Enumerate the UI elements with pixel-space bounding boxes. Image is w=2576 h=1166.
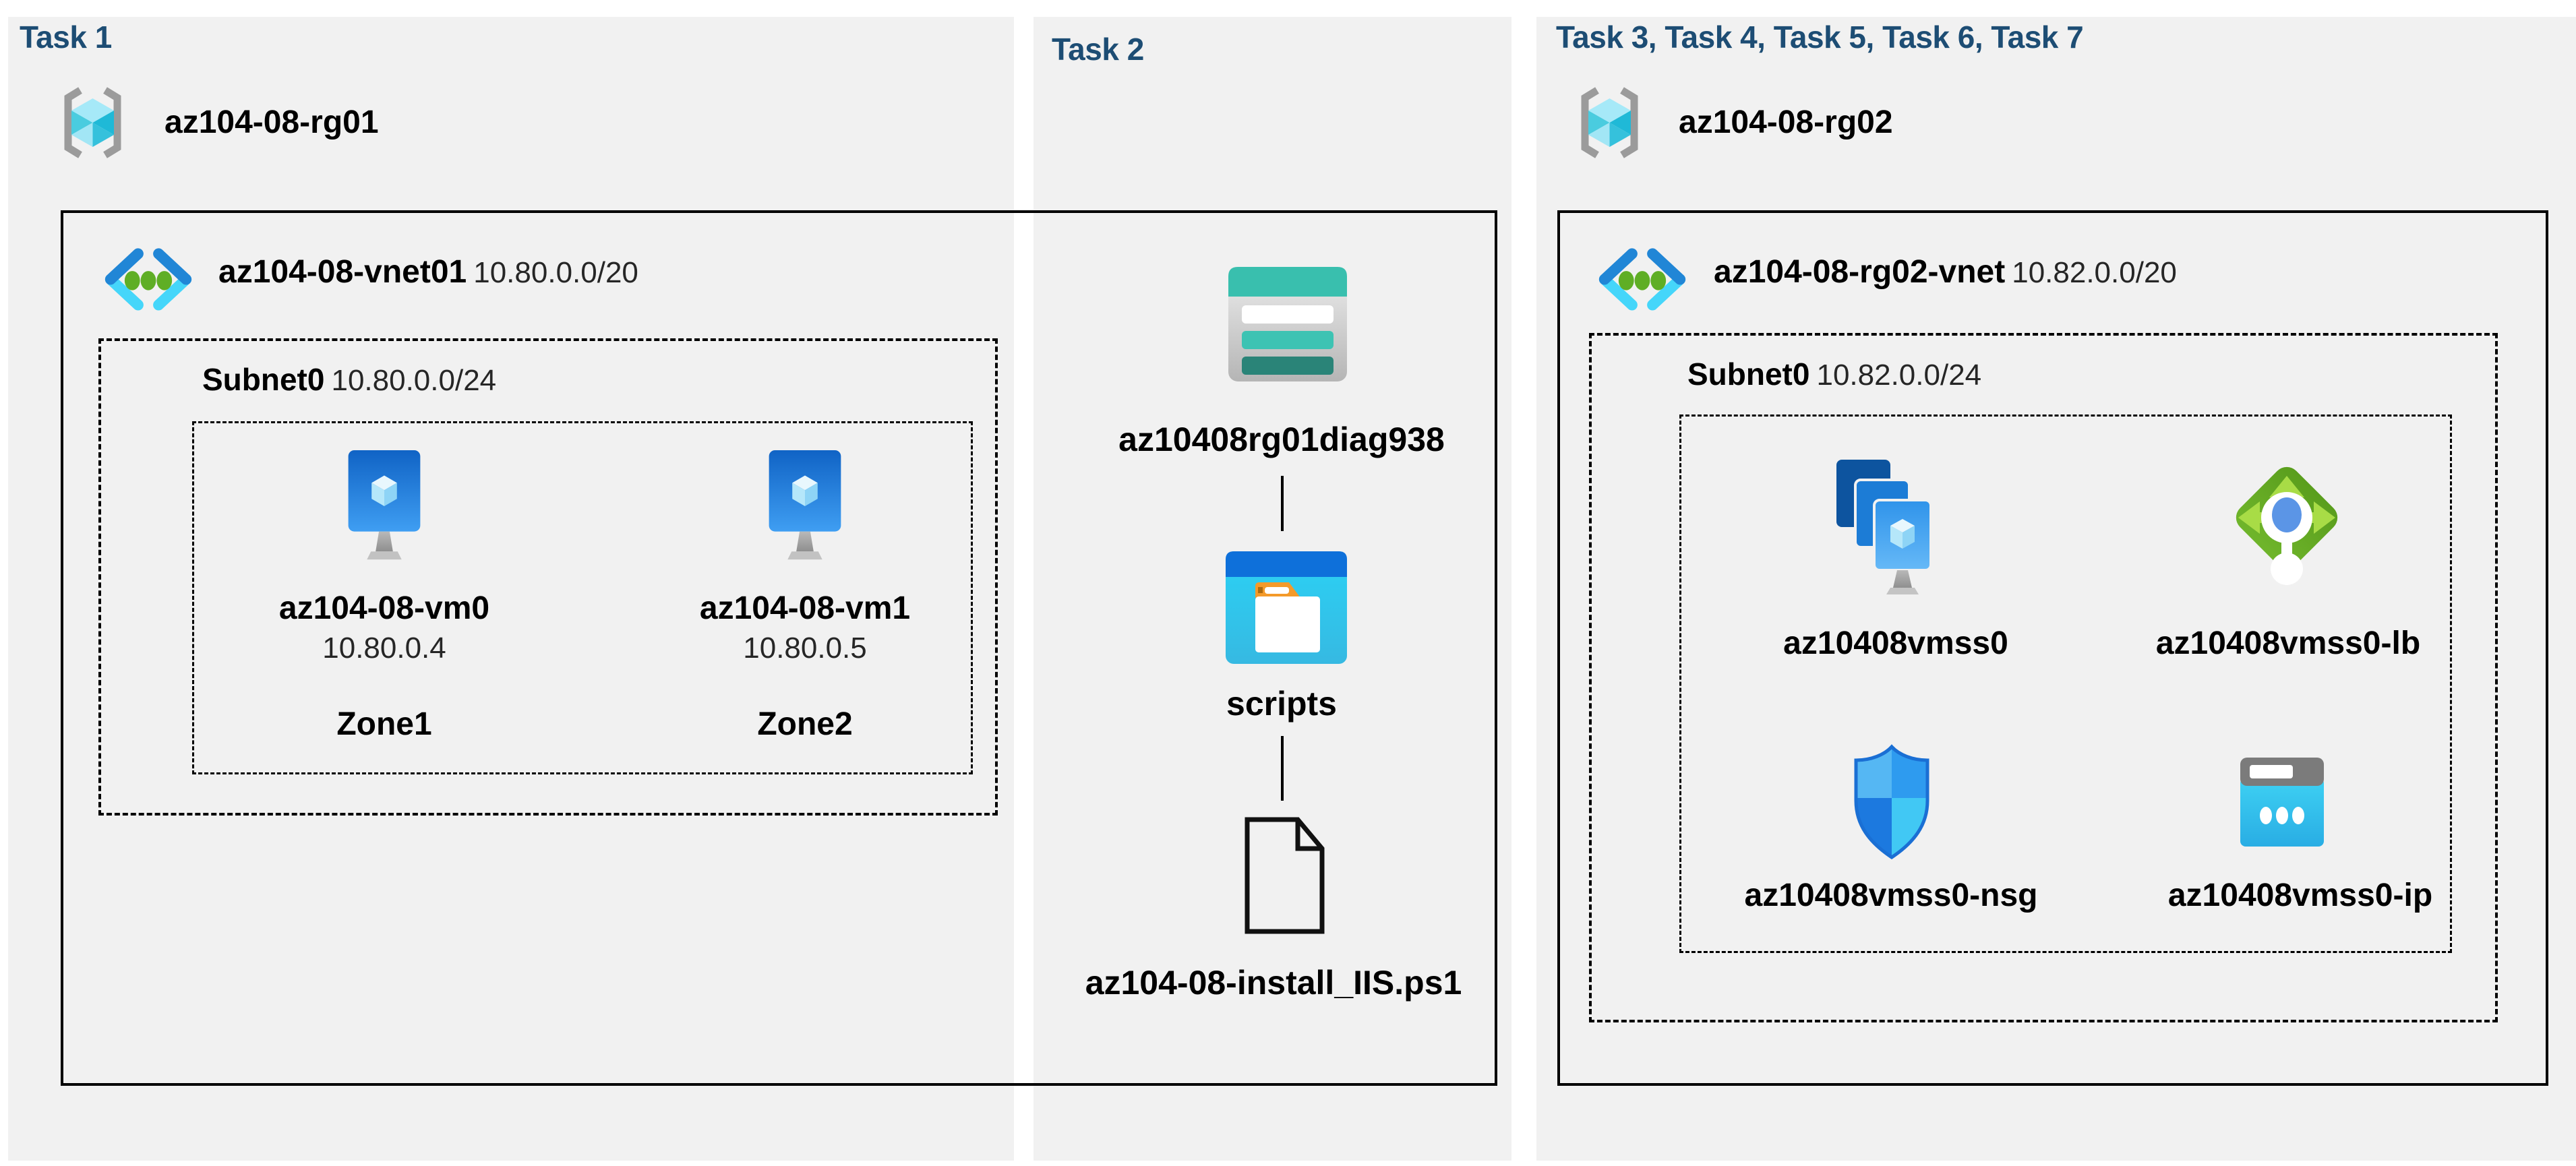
public-ip-label: az10408vmss0-ip xyxy=(2167,878,2433,913)
subnet2-cidr: 10.82.0.0/24 xyxy=(1816,359,1982,392)
task1-title: Task 1 xyxy=(20,20,112,55)
panel-task3-7 xyxy=(1536,17,2576,1161)
vnet1-name: az104-08-vnet01 xyxy=(218,254,467,290)
rg01-label: az104-08-rg01 xyxy=(164,104,379,140)
lb-label: az10408vmss0-lb xyxy=(2155,625,2421,661)
subnet2-box xyxy=(1589,333,2498,1022)
vmss-label: az10408vmss0 xyxy=(1783,625,2008,661)
virtual-machine-icon xyxy=(337,450,431,563)
subnet1-box xyxy=(98,338,998,816)
vm0-ip: 10.80.0.4 xyxy=(322,632,446,665)
virtual-machine-icon xyxy=(758,450,852,563)
public-ip-icon xyxy=(2235,758,2329,849)
vnet2-boundary-box xyxy=(1557,210,2548,1086)
task2-title: Task 2 xyxy=(1052,32,1144,67)
blob-container-icon xyxy=(1226,551,1347,664)
virtual-network-icon xyxy=(100,247,197,311)
vm-scale-set-icon xyxy=(1820,454,1948,594)
nsg-icon xyxy=(1851,744,1933,860)
vm-group-box xyxy=(192,421,973,774)
subnet1-name: Subnet0 xyxy=(202,362,325,397)
container-label: scripts xyxy=(1226,685,1337,723)
subnet2-name: Subnet0 xyxy=(1687,357,1810,392)
load-balancer-icon xyxy=(2219,446,2354,589)
rg02-label: az104-08-rg02 xyxy=(1679,104,1893,140)
vm1-zone: Zone2 xyxy=(757,706,853,742)
resource-group-icon xyxy=(1574,86,1645,160)
connector-storage-to-container xyxy=(1281,476,1284,531)
storage-account-label: az10408rg01diag938 xyxy=(1118,421,1445,458)
connector-container-to-file xyxy=(1281,736,1284,801)
subnet1-cidr: 10.80.0.0/24 xyxy=(331,364,497,397)
vnet2-cidr: 10.82.0.0/20 xyxy=(2012,256,2177,289)
vm0-name: az104-08-vm0 xyxy=(278,590,490,626)
panel-task1 xyxy=(8,17,1014,1161)
script-file-label: az104-08-install_IIS.ps1 xyxy=(1085,964,1462,1002)
virtual-network-icon xyxy=(1594,247,1691,311)
vmss-group-box xyxy=(1679,415,2452,953)
storage-account-icon xyxy=(1228,267,1347,381)
vm1-ip: 10.80.0.5 xyxy=(743,632,867,665)
script-file-icon xyxy=(1240,816,1328,935)
vm1-name: az104-08-vm1 xyxy=(699,590,911,626)
nsg-label: az10408vmss0-nsg xyxy=(1744,878,2038,913)
vnet2-name: az104-08-rg02-vnet xyxy=(1714,254,2006,290)
vnet1-cidr: 10.80.0.0/20 xyxy=(473,256,638,289)
task3-title: Task 3, Task 4, Task 5, Task 6, Task 7 xyxy=(1556,20,2084,55)
vm0-zone: Zone1 xyxy=(336,706,432,742)
vnet1-boundary-box xyxy=(61,210,1497,1086)
resource-group-icon xyxy=(57,86,128,160)
